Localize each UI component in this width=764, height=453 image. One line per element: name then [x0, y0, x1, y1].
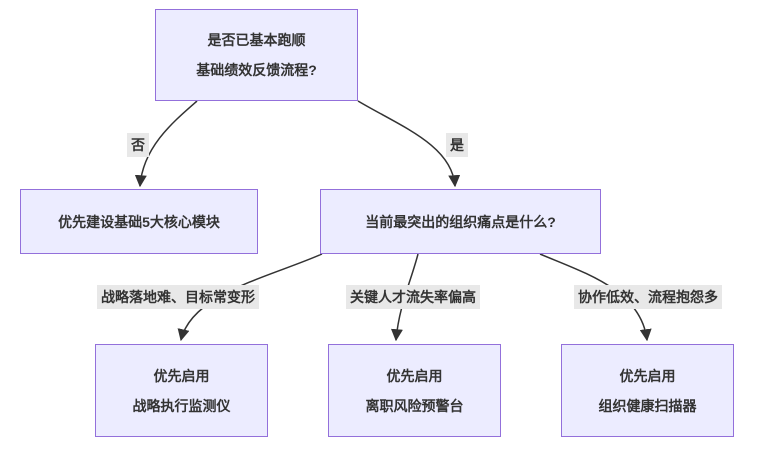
node-text-line: 优先启用	[386, 367, 443, 384]
node-text-line: 组织健康扫描器	[598, 397, 697, 414]
node-text-line: 离职风险预警台	[365, 397, 464, 414]
edge-label-yes: 是	[446, 133, 468, 157]
node-org-health-scanner: 优先启用 组织健康扫描器	[561, 344, 734, 437]
node-text-line: 优先建设基础5大核心模块	[58, 213, 220, 230]
node-text-line: 优先启用	[153, 367, 210, 384]
node-pain-question: 当前最突出的组织痛点是什么?	[320, 189, 601, 254]
edge-label-collab-pain: 协作低效、流程抱怨多	[574, 285, 722, 309]
edge-label-talent-pain: 关键人才流失率偏高	[346, 285, 480, 309]
edge-label-strategy-pain: 战略落地难、目标常变形	[97, 285, 259, 309]
edge-label-no: 否	[127, 133, 149, 157]
node-text-line: 是否已基本跑顺	[207, 32, 306, 48]
node-text-line: 基础绩效反馈流程?	[196, 62, 317, 78]
node-start-question: 是否已基本跑顺 基础绩效反馈流程?	[155, 9, 358, 101]
edge-yes	[357, 100, 461, 188]
node-text-line: 当前最突出的组织痛点是什么?	[365, 213, 556, 230]
node-strategy-monitor: 优先启用 战略执行监测仪	[95, 344, 268, 437]
node-text-line: 优先启用	[619, 367, 676, 384]
node-build-core-modules: 优先建设基础5大核心模块	[20, 189, 258, 254]
node-attrition-warning: 优先启用 离职风险预警台	[328, 344, 501, 437]
node-text-line: 战略执行监测仪	[132, 397, 231, 414]
edge-no	[134, 100, 198, 188]
